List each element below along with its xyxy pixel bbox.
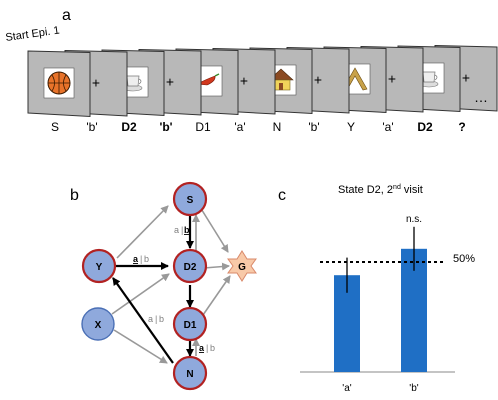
svg-text:a: a — [133, 254, 139, 264]
screen-1: S — [27, 50, 91, 134]
fixation-cross: + — [240, 73, 248, 89]
significance-label: n.s. — [406, 214, 422, 225]
state-graph: a | b a | b a | b a | b S D2 — [81, 181, 257, 391]
sequence-label-2: 'b' — [86, 120, 97, 134]
edge-s-g — [199, 206, 229, 253]
basketball-icon — [43, 67, 75, 99]
start-episode-label: Start Epi. 1 — [5, 25, 61, 44]
node-d1: D1 — [172, 306, 208, 342]
svg-text:|: | — [181, 225, 183, 235]
fixation-cross: + — [92, 75, 100, 91]
svg-text:|: | — [155, 314, 157, 324]
svg-text:b: b — [159, 314, 164, 324]
sequence-label-11: D2 — [417, 120, 433, 134]
svg-text:Y: Y — [96, 262, 103, 273]
edge-label-y-d2: a | b — [133, 254, 149, 264]
node-d2: D2 — [172, 248, 208, 284]
edge-d2-g — [203, 262, 230, 271]
panel-c-letter: c — [278, 187, 286, 204]
fixation-cross: + — [388, 71, 396, 87]
chart-title: State D2, 2nd visit — [338, 184, 423, 196]
svg-text:a: a — [148, 314, 153, 324]
sequence-label-12: ? — [458, 120, 465, 134]
edge-x-d2 — [111, 273, 170, 315]
node-x: X — [81, 307, 115, 341]
node-s: S — [172, 181, 208, 217]
panel-b-letter: b — [70, 187, 79, 204]
svg-text:|: | — [140, 254, 142, 264]
edge-d1-g — [202, 275, 231, 316]
panel-a-letter: a — [62, 7, 71, 24]
edge-n-y — [112, 277, 174, 364]
category-label-b: 'b' — [409, 383, 418, 394]
fixation-cross: + — [166, 74, 174, 90]
sequence-label-8: 'b' — [308, 120, 319, 134]
sequence-label-5: D1 — [195, 120, 211, 134]
reference-line-label: 50% — [453, 253, 475, 265]
sequence-label-1: S — [51, 120, 59, 134]
sequence-label-6: 'a' — [234, 120, 245, 134]
node-n: N — [172, 355, 208, 391]
fixation-cross: + — [462, 70, 470, 86]
svg-text:X: X — [95, 320, 102, 331]
svg-text:S: S — [187, 195, 194, 206]
sequence-label-7: N — [273, 120, 282, 134]
node-g-goal-star: G — [227, 250, 257, 282]
sequence-label-3: D2 — [121, 120, 137, 134]
svg-text:N: N — [186, 369, 193, 380]
svg-text:b: b — [210, 343, 215, 353]
svg-text:a: a — [174, 225, 179, 235]
bar-chart: 'a' 'b' n.s. — [300, 214, 455, 394]
svg-text:a: a — [199, 343, 205, 353]
svg-text:D1: D1 — [184, 320, 197, 331]
edge-label-d1-n: a | b — [199, 343, 215, 353]
sequence-label-9: Y — [347, 120, 355, 134]
edge-y-s — [116, 205, 169, 259]
screen-sequence: +? D2 + 'a' Y + 'b' N + 'a' D1 + 'b' D2 + 'b' S — [27, 44, 498, 134]
svg-text:D2: D2 — [184, 262, 197, 273]
sequence-label-4: 'b' — [159, 120, 172, 134]
ellipsis: … — [474, 89, 488, 105]
edge-x-n — [113, 329, 168, 364]
svg-text:b: b — [184, 225, 190, 235]
edge-label-s-d2: a | b — [174, 225, 190, 235]
category-label-a: 'a' — [342, 383, 351, 394]
svg-text:G: G — [238, 262, 246, 273]
node-y: Y — [81, 248, 117, 284]
edge-label-x-d1: a | b — [148, 314, 164, 324]
fixation-cross: + — [314, 72, 322, 88]
svg-text:|: | — [206, 343, 208, 353]
svg-text:b: b — [144, 254, 149, 264]
sequence-label-10: 'a' — [382, 120, 393, 134]
